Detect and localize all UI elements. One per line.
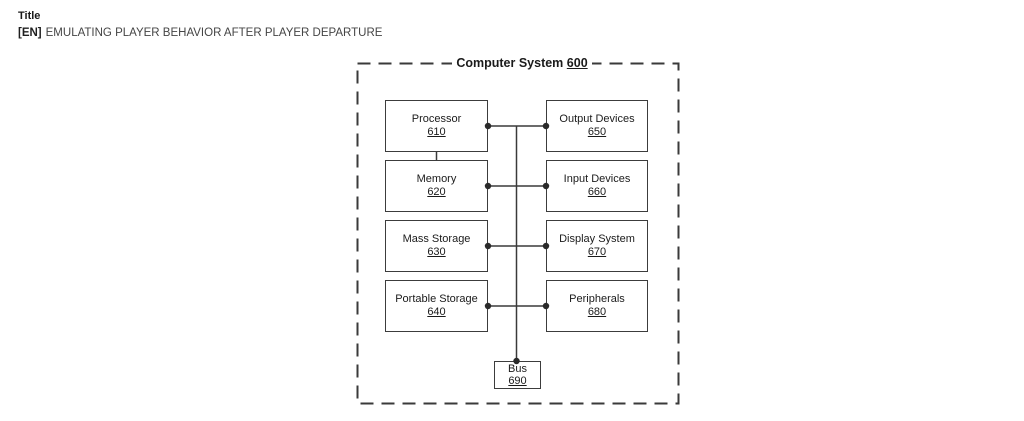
computer-system-heading: Computer System 600 xyxy=(452,56,592,71)
display-system-ref: 670 xyxy=(587,246,607,258)
input-devices-label: Input Devices xyxy=(563,173,631,185)
mass-storage-box: Mass Storage 630 xyxy=(385,220,488,272)
output-devices-ref: 650 xyxy=(587,126,607,138)
mass-storage-ref: 630 xyxy=(427,246,446,258)
mass-storage-label: Mass Storage xyxy=(402,233,471,245)
output-devices-box: Output Devices 650 xyxy=(546,100,648,152)
processor-label: Processor xyxy=(411,113,462,125)
peripherals-label: Peripherals xyxy=(569,293,625,305)
computer-system-label: Computer System xyxy=(456,56,564,70)
computer-system-ref: 600 xyxy=(566,56,588,70)
display-system-box: Display System 670 xyxy=(546,220,648,272)
processor-ref: 610 xyxy=(427,126,446,138)
input-devices-box: Input Devices 660 xyxy=(546,160,648,212)
portable-storage-ref: 640 xyxy=(427,306,446,318)
patent-title-text: EMULATING PLAYER BEHAVIOR AFTER PLAYER D… xyxy=(45,27,383,39)
memory-ref: 620 xyxy=(427,186,446,198)
bus-label: Bus xyxy=(508,363,527,375)
patent-title: [EN]EMULATING PLAYER BEHAVIOR AFTER PLAY… xyxy=(18,25,382,42)
portable-storage-box: Portable Storage 640 xyxy=(385,280,488,332)
title-block: Title [EN]EMULATING PLAYER BEHAVIOR AFTE… xyxy=(18,8,382,42)
input-devices-ref: 660 xyxy=(587,186,607,198)
memory-label: Memory xyxy=(416,173,457,185)
portable-storage-label: Portable Storage xyxy=(395,293,478,305)
memory-box: Memory 620 xyxy=(385,160,488,212)
peripherals-ref: 680 xyxy=(587,306,607,318)
output-devices-label: Output Devices xyxy=(559,113,635,125)
processor-box: Processor 610 xyxy=(385,100,488,152)
bus-box: Bus 690 xyxy=(494,361,541,389)
title-label: Title xyxy=(18,10,41,22)
peripherals-box: Peripherals 680 xyxy=(546,280,648,332)
display-system-label: Display System xyxy=(559,233,635,245)
bus-ref: 690 xyxy=(508,375,527,387)
language-tag: [EN] xyxy=(18,27,42,39)
